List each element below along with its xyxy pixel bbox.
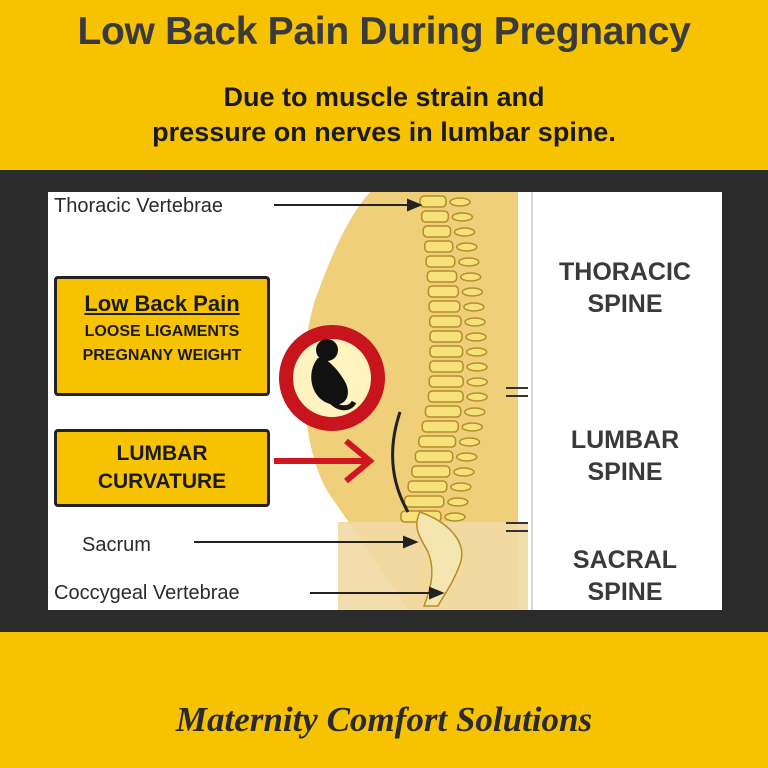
label-thoracic-vertebrae: Thoracic Vertebrae — [54, 195, 223, 217]
spinous-process — [465, 347, 488, 357]
loose-ligaments-text: LOOSE LIGAMENTS — [84, 323, 240, 340]
region-sacral-line1: SACRAL — [572, 546, 678, 574]
spinous-process — [461, 422, 483, 432]
region-tick-marks — [506, 387, 528, 532]
vertebra — [429, 330, 463, 343]
spinous-process — [466, 362, 488, 372]
vertebra — [428, 300, 461, 313]
low-back-pain-heading: Low Back Pain — [84, 291, 240, 316]
region-lumbar-line2: SPINE — [587, 458, 663, 486]
vertebra — [428, 315, 462, 328]
region-lumbar-line1: LUMBAR — [570, 426, 680, 454]
spinous-process — [453, 227, 476, 237]
vertebrae — [400, 195, 488, 523]
vertebra — [429, 345, 464, 358]
vertebra — [427, 390, 464, 403]
page-title: Low Back Pain During Pregnancy — [77, 10, 691, 53]
vertebra — [424, 405, 462, 418]
lumbar-curvature-line2: CURVATURE — [97, 470, 227, 493]
vertebra — [414, 450, 454, 463]
arrow-icon — [274, 438, 375, 484]
vertebra — [427, 285, 460, 298]
spinous-process — [466, 392, 488, 402]
spinous-process — [453, 467, 475, 477]
vertebra — [407, 480, 448, 493]
subtitle-line-1: Due to muscle strain and — [223, 82, 545, 112]
spinous-process — [459, 272, 482, 282]
vertebra — [428, 375, 464, 388]
spinous-process — [464, 317, 486, 327]
vertebra — [418, 435, 457, 448]
lumbar-curvature-line1: LUMBAR — [116, 442, 208, 465]
spinous-process — [461, 287, 484, 297]
spinous-process — [466, 377, 488, 387]
spinous-process — [455, 452, 478, 462]
spinous-process — [451, 212, 474, 222]
spinous-process — [458, 257, 480, 267]
region-thoracic-line1: THORACIC — [559, 258, 691, 286]
curvature-line — [391, 411, 410, 513]
label-sacrum: Sacrum — [82, 534, 151, 556]
vertebra — [421, 420, 459, 433]
vertebra — [403, 495, 445, 508]
brand-footer: Maternity Comfort Solutions — [175, 700, 593, 739]
region-thoracic-line2: SPINE — [587, 290, 663, 318]
header-banner: Low Back Pain During Pregnancy Due to mu… — [0, 0, 768, 168]
region-lumbar-spine: LUMBAR SPINE — [535, 424, 715, 488]
spinous-process — [463, 302, 485, 312]
pregnancy-weight-text: PREGNANY WEIGHT — [82, 347, 242, 364]
region-sacral-line2: SPINE — [587, 578, 663, 606]
spinous-process — [447, 497, 469, 507]
fetus-icon — [279, 325, 385, 431]
pointer-arrows — [194, 198, 445, 600]
vertebra — [428, 360, 464, 373]
spinous-process — [464, 407, 486, 417]
spinous-process — [450, 482, 472, 492]
vertebra — [422, 225, 452, 238]
spine-illustration — [194, 192, 533, 610]
vertebra — [419, 195, 447, 208]
region-sacral-spine: SACRAL SPINE — [535, 544, 715, 608]
vertebra — [425, 255, 456, 268]
region-thoracic-spine: THORACIC SPINE — [535, 256, 715, 320]
vertebra — [426, 270, 458, 283]
subtitle-line-2: pressure on nerves in lumbar spine. — [152, 117, 616, 147]
vertebra — [420, 210, 450, 223]
spinous-process — [458, 437, 481, 447]
spinous-process — [449, 197, 471, 207]
vertebra — [411, 465, 451, 478]
sacrum-shape — [416, 511, 463, 607]
spine-diagram-panel: Thoracic Vertebrae Sacrum Coccygeal Vert… — [48, 192, 722, 610]
spinous-process — [455, 242, 478, 252]
label-coccygeal-vertebrae: Coccygeal Vertebrae — [54, 582, 240, 604]
spinous-process — [465, 332, 487, 342]
spinous-process — [444, 512, 466, 522]
low-back-pain-box: Low Back Pain LOOSE LIGAMENTS PREGNANY W… — [54, 276, 270, 396]
lumbar-curvature-box: LUMBAR CURVATURE — [54, 429, 270, 507]
vertebra — [423, 240, 454, 253]
